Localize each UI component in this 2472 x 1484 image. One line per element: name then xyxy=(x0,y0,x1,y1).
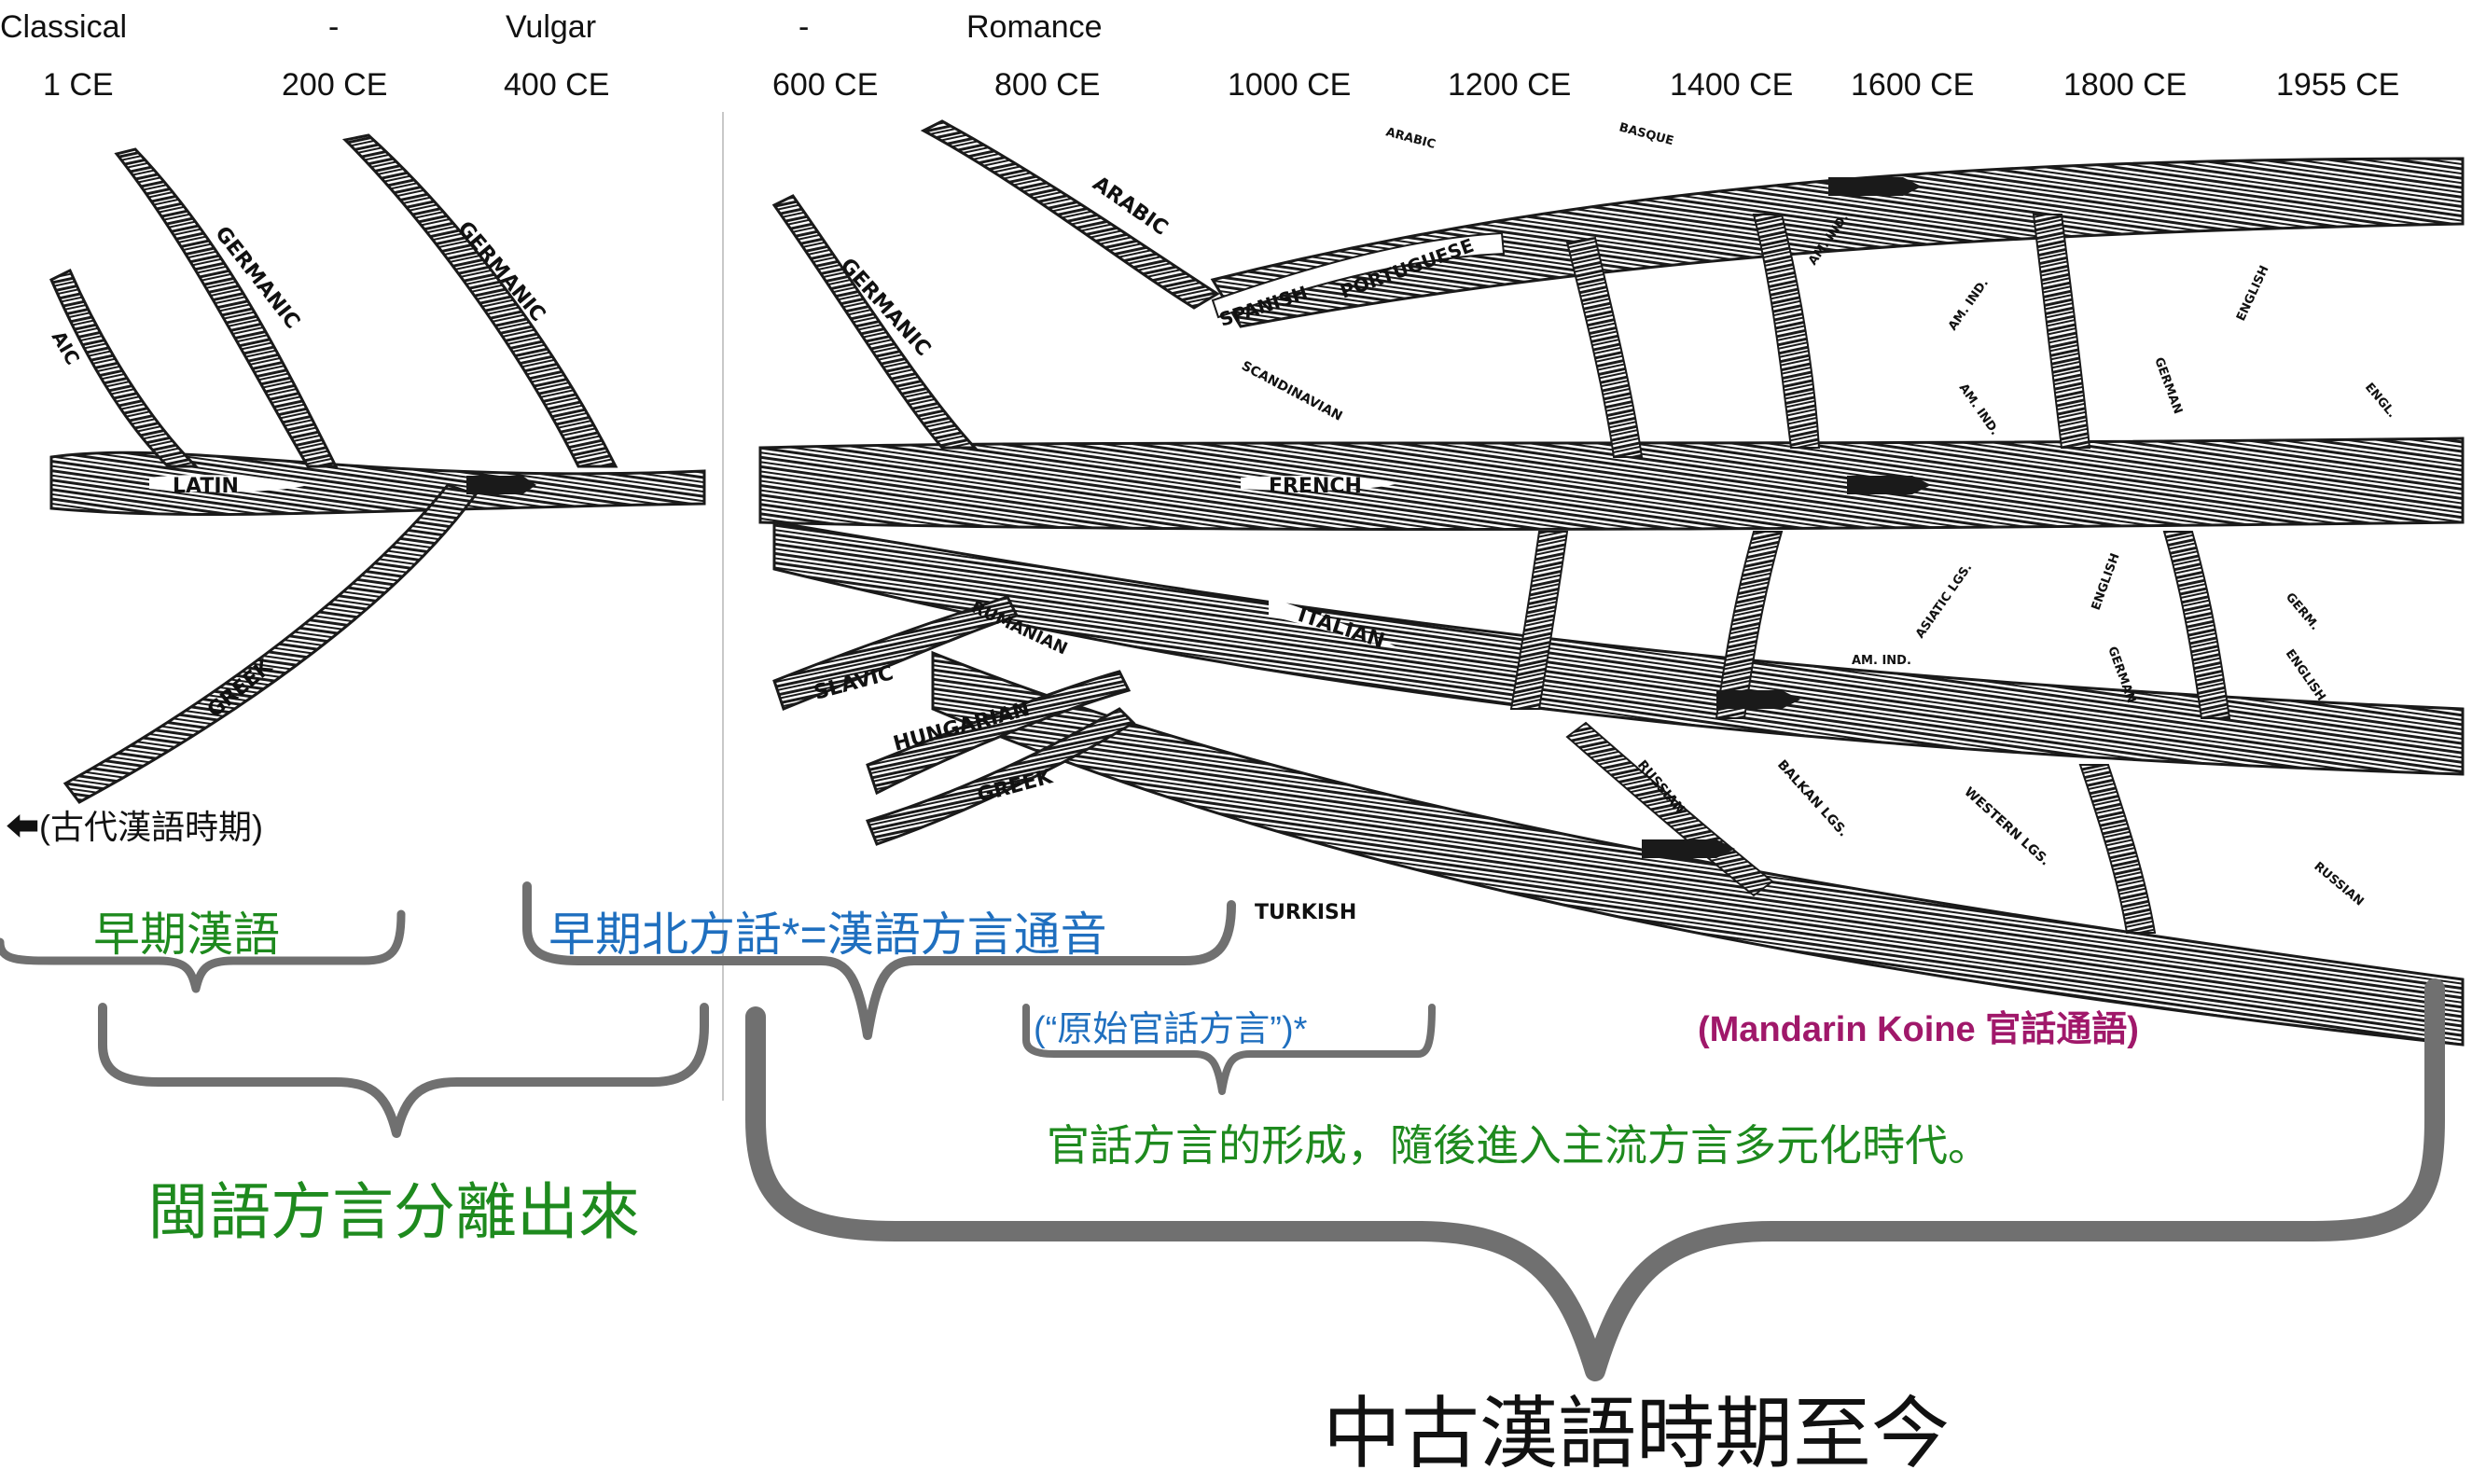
year-200ce: 200 CE xyxy=(282,67,388,103)
brace-group xyxy=(0,881,2445,1381)
proto-mandarin-label: (“原始官話方言”)* xyxy=(1034,1010,1308,1049)
label-english-1: ENGLISH xyxy=(2234,264,2272,324)
label-turkish: TURKISH xyxy=(1255,901,1356,924)
mandarin-formation-label: 官話方言的形成，隨後進入主流方言多元化時代。 xyxy=(1047,1121,1991,1170)
left-panel-streams xyxy=(49,133,706,804)
label-english-2: ENGLISH xyxy=(2090,551,2123,612)
middle-chinese-to-now-label: 中古漢語時期至今 xyxy=(1323,1390,1951,1477)
year-1000ce: 1000 CE xyxy=(1228,67,1352,103)
label-germ: GERM. xyxy=(2283,590,2322,633)
min-split-label: 閩語方言分離出來 xyxy=(147,1177,640,1246)
label-arabic-small: ARABIC xyxy=(1384,125,1437,152)
early-han-label: 早期漢語 xyxy=(93,908,280,961)
label-basque: BASQUE xyxy=(1618,120,1675,148)
label-western: WESTERN LGS. xyxy=(1961,784,2052,868)
ancient-chinese-arrow-label: ⬅(古代漢語時期) xyxy=(6,808,263,846)
period-romance: Romance xyxy=(966,9,1103,45)
brace-early-north xyxy=(522,881,1236,1040)
year-400ce: 400 CE xyxy=(504,67,610,103)
year-600ce: 600 CE xyxy=(772,67,879,103)
label-asiatic: ASIATIC LGS. xyxy=(1913,561,1975,641)
label-english-3: ENGLISH xyxy=(2283,647,2328,704)
label-latin: LATIN xyxy=(173,475,239,498)
brace-middle-chinese xyxy=(745,978,2445,1381)
label-french: FRENCH xyxy=(1269,475,1362,498)
year-800ce: 800 CE xyxy=(994,67,1101,103)
year-1400ce: 1400 CE xyxy=(1670,67,1794,103)
right-panel-streams xyxy=(758,119,2465,1047)
label-balkan: BALKAN LGS. xyxy=(1774,757,1851,839)
label-german-1: GERMAN xyxy=(2151,355,2185,416)
year-1600ce: 1600 CE xyxy=(1851,67,1975,103)
label-am-ind-2: AM. IND. xyxy=(1946,276,1992,333)
label-am-ind-4: AM. IND. xyxy=(1852,654,1911,668)
period-vulgar: Vulgar xyxy=(506,9,597,45)
label-am-ind-3: AM. IND. xyxy=(1956,381,2002,438)
mandarin-koine-label: (Mandarin Koine 官話通語) xyxy=(1698,1010,2139,1049)
year-1955ce: 1955 CE xyxy=(2276,67,2400,103)
year-1200ce: 1200 CE xyxy=(1448,67,1572,103)
period-dash-1: - xyxy=(328,9,340,45)
period-dash-2: - xyxy=(799,9,810,45)
brace-early-han xyxy=(0,909,406,993)
label-scandinavian: SCANDINAVIAN xyxy=(1239,358,1344,423)
label-engl: ENGL. xyxy=(2362,381,2399,421)
year-1ce: 1 CE xyxy=(43,67,114,103)
period-classical: Classical xyxy=(0,9,128,45)
brace-proto-mandarin xyxy=(1022,1004,1436,1095)
year-1800ce: 1800 CE xyxy=(2063,67,2187,103)
brace-min-split xyxy=(98,1003,709,1138)
early-north-label: 早期北方話*=漢語方言通音 xyxy=(549,908,1107,961)
label-russian-2: RUSSIAN xyxy=(2311,860,2366,909)
